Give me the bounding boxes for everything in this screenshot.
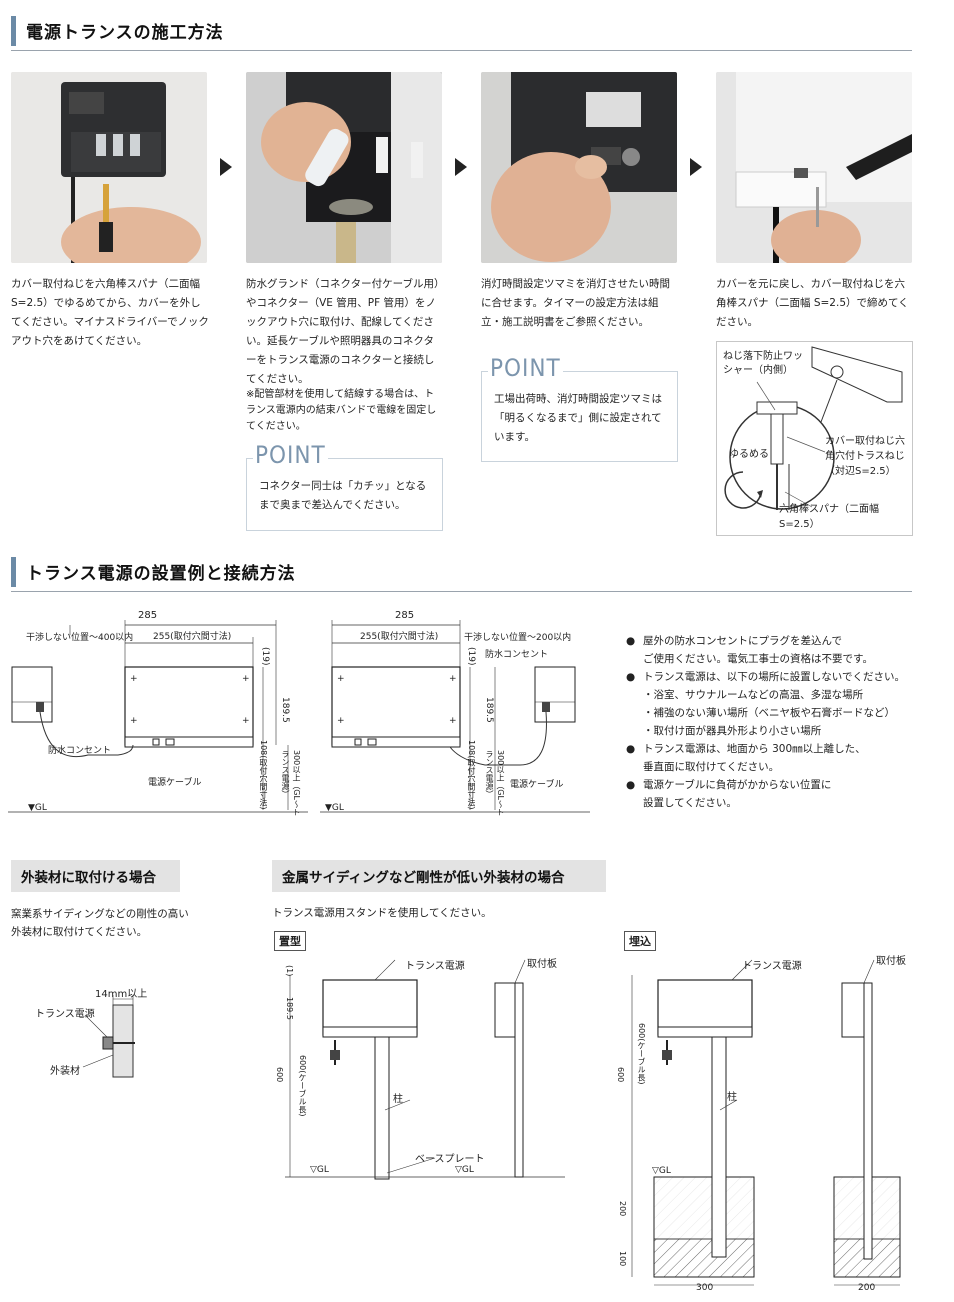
buried-plate-label: 取付板 — [876, 956, 906, 967]
svg-text:+: + — [242, 674, 250, 684]
cable-label: 電源ケーブル — [148, 778, 202, 788]
clearance-label: 干渉しない位置〜400以内 — [26, 633, 134, 643]
placed-transformer-label: トランス電源 — [405, 961, 465, 972]
wrench-label: 六角棒スパナ（二面幅S=2.5） — [779, 504, 879, 530]
dim-19: (19) — [466, 647, 476, 666]
dim-total: 285 — [138, 610, 158, 621]
step1-photo — [11, 72, 207, 263]
arrow-right-icon — [690, 158, 702, 176]
gl-mark: ▼GL — [28, 803, 47, 813]
exterior-transformer-label: トランス電源 — [35, 1009, 95, 1020]
outlet-label: 防水コンセント — [485, 650, 549, 660]
metal-tag: 金属サイディングなど剛性が低い外装材の場合 — [272, 860, 606, 892]
svg-text:+: + — [130, 716, 138, 726]
point-box-connector: POINT コネクター同士は「カチッ」となるまで奥まで差込んでください。 — [246, 441, 443, 531]
section-accent-bar — [11, 557, 16, 587]
buried-transformer-label: トランス電源 — [742, 961, 802, 972]
step4-photo — [716, 72, 912, 263]
washer-label: ねじ落下防止ワッシャー（内側） — [723, 351, 803, 376]
placed-dim-600: 600 — [275, 1067, 284, 1083]
exterior-wall-label: 外装材 — [50, 1066, 80, 1077]
svg-text:+: + — [449, 716, 457, 726]
loosen-label: ゆるめる — [729, 449, 769, 460]
dim-300: 300以上（GL〜トランス電源） — [485, 750, 505, 816]
screw-label: カバー取付ねじ六角穴付トラスねじ（対辺S=2.5） — [825, 436, 905, 477]
point-text: 工場出荷時、消灯時間設定ツマミは「明るくなるまで」側に設定されています。 — [494, 393, 662, 443]
placed-dim-1: (1) — [285, 965, 294, 977]
buried-width-300: 300 — [696, 1283, 714, 1293]
gl-mark: ▼GL — [325, 803, 344, 813]
buried-post-label: 柱 — [727, 1092, 737, 1103]
exterior-tag: 外装材に取付ける場合 — [11, 860, 180, 892]
exterior-diagram: 14mm以上 トランス電源 外装材 — [25, 985, 175, 1080]
dim-19: (19) — [260, 647, 270, 666]
buried-dim-200: 200 — [618, 1201, 627, 1217]
point-text: コネクター同士は「カチッ」となるまで奥まで差込んでください。 — [259, 480, 427, 511]
placed-post-label: 柱 — [393, 1094, 403, 1105]
arrow-right-icon — [220, 158, 232, 176]
dim-189: 189.5 — [484, 697, 494, 723]
buried-dim-600: 600 — [616, 1067, 625, 1083]
bullet-item: ● トランス電源は、地面から 300㎜以上離した、垂直面に取付けてください。 — [626, 743, 866, 773]
install-diagram-right: + + + + 285 255(取付穴間寸法) 干渉しない位置〜200以内 防水コン… — [320, 605, 590, 820]
placed-cable-length: 600(ケーブル長) — [298, 1055, 307, 1117]
bullet-item: ● 屋外の防水コンセントにプラグを差込んでご使用ください。電気工事士の資格は不要… — [626, 635, 873, 665]
buried-dim-100: 100 — [618, 1251, 627, 1267]
svg-text:+: + — [449, 674, 457, 684]
dim-hole: 255(取付穴間寸法) — [153, 632, 232, 642]
install-diagram-left: + + + + 285 255(取付穴間寸法) 干渉しない位置〜400以内 防水コン… — [8, 605, 308, 820]
point-label: POINT — [253, 441, 328, 469]
svg-text:+: + — [242, 716, 250, 726]
step2-caption: 防水グランド（コネクター付ケーブル用）やコネクター（VE 管用、PF 管用）をノ… — [246, 278, 440, 385]
bullet-item: ● トランス電源は、以下の場所に設置しないでください。・浴室、サウナルームなどの… — [626, 671, 905, 737]
buried-cable-length: 600(ケーブル長) — [637, 1023, 646, 1085]
dim-189: 189.5 — [280, 697, 290, 723]
svg-text:+: + — [130, 674, 138, 684]
step4-caption: カバーを元に戻し、カバー取付ねじを六角棒スパナ（二面幅 S=2.5）で締めてくだ… — [716, 278, 909, 328]
exterior-dim: 14mm以上 — [95, 989, 148, 1000]
section-title: 電源トランスの施工方法 — [26, 23, 224, 43]
section-header-install-method: 電源トランスの施工方法 — [11, 12, 912, 51]
section-header-install-example: トランス電源の設置例と接続方法 — [11, 553, 912, 592]
placed-gl-1: ▽GL — [310, 1165, 329, 1175]
point-box-timer: POINT 工場出荷時、消灯時間設定ツマミは「明るくなるまで」側に設定されていま… — [481, 354, 678, 462]
clearance-label: 干渉しない位置〜200以内 — [464, 633, 572, 643]
exterior-text: 窯業系サイディングなどの剛性の高い 外装材に取付けてください。 — [11, 908, 189, 938]
placed-gl-2: ▽GL — [455, 1165, 474, 1175]
step3-caption: 消灯時間設定ツマミを消灯させたい時間に合せます。タイマーの設定方法は組立・施工説… — [481, 278, 670, 328]
buried-width-200: 200 — [858, 1283, 876, 1293]
dim-total: 285 — [395, 610, 415, 621]
outlet-label: 防水コンセント — [48, 746, 112, 756]
buried-stand-diagram: トランス電源 取付板 柱 ▽GL 600 600(ケーブル長) 200 100 … — [612, 955, 912, 1295]
section-accent-bar — [11, 16, 16, 46]
point-label: POINT — [488, 354, 563, 382]
step1-caption: カバー取付ねじを六角棒スパナ（二面幅 S=2.5）でゆるめてから、カバーを外して… — [11, 278, 209, 347]
metal-text: トランス電源用スタンドを使用してください。 — [272, 907, 492, 919]
dim-hole: 255(取付穴間寸法) — [360, 632, 439, 642]
buried-type-tag: 埋込 — [624, 931, 656, 951]
placed-stand-diagram: トランス電源 取付板 柱 ベースプレート ▽GL ▽GL (1) 189.5 6… — [275, 955, 575, 1185]
svg-text:+: + — [337, 716, 345, 726]
svg-text:+: + — [337, 674, 345, 684]
step3-photo — [481, 72, 677, 263]
dim-108: 108(取付穴間寸法) — [467, 740, 476, 810]
section-title: トランス電源の設置例と接続方法 — [26, 564, 296, 584]
bullet-item: ● 電源ケーブルに負荷がかからない位置に設置してください。 — [626, 779, 832, 809]
arrow-right-icon — [455, 158, 467, 176]
buried-gl: ▽GL — [652, 1166, 671, 1176]
placed-plate-label: 取付板 — [527, 959, 557, 970]
step2-photo — [246, 72, 442, 263]
placed-base-label: ベースプレート — [415, 1154, 485, 1165]
placed-dim-1895: 189.5 — [285, 997, 294, 1020]
placed-type-tag: 置型 — [274, 931, 306, 951]
dim-300: 300以上（GL〜トランス電源） — [281, 750, 301, 816]
step2-note: ※配管部材を使用して結線する場合は、トランス電源内の結束バンドで電線を固定してく… — [246, 389, 437, 432]
dim-108: 108(取付穴間寸法) — [259, 740, 268, 810]
screw-detail-diagram: ねじ落下防止ワッシャー（内側） カバー取付ねじ六角穴付トラスねじ（対辺S=2.5… — [716, 341, 913, 536]
cable-label: 電源ケーブル — [510, 780, 564, 790]
